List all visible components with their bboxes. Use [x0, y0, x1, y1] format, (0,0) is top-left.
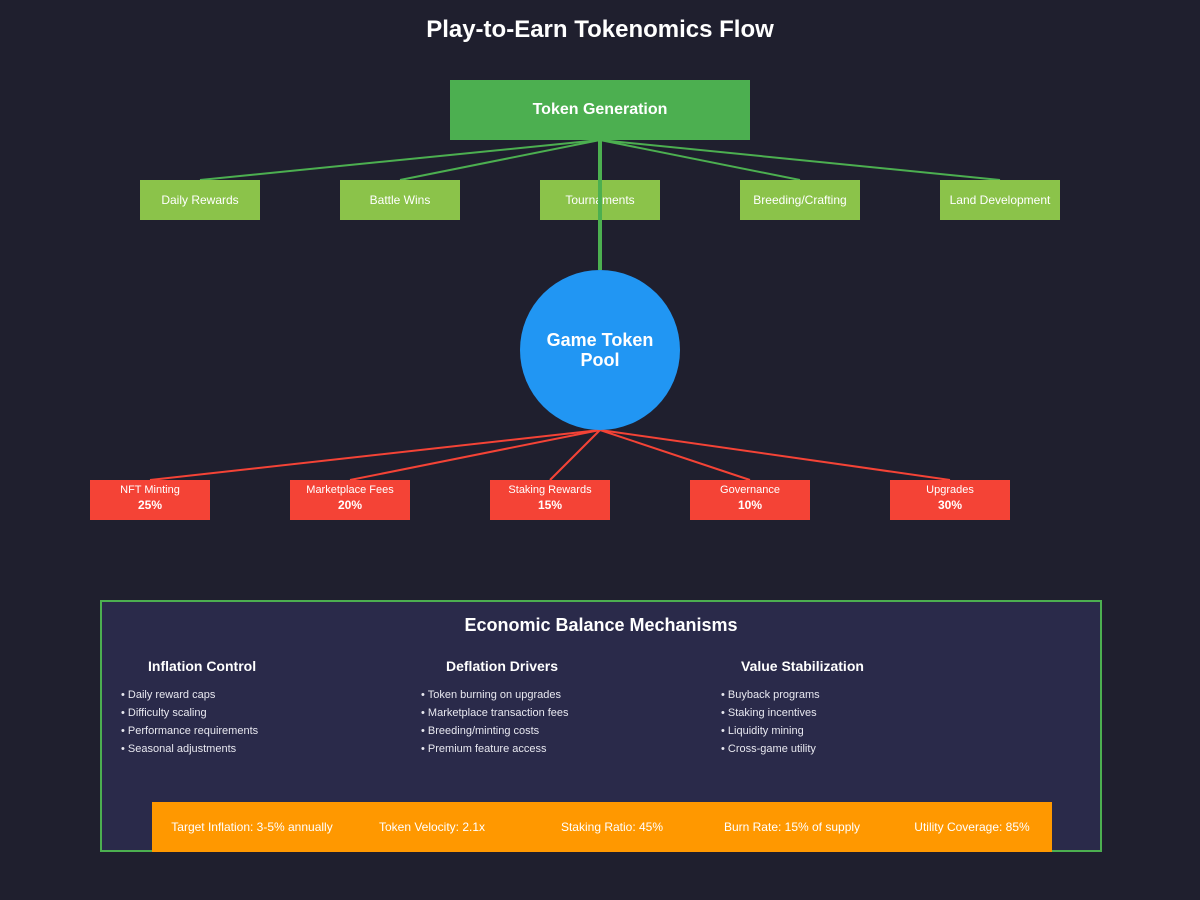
link-gen-battle-wins	[399, 139, 601, 181]
sink-node-staking-rewards: Staking Rewards 15%	[490, 480, 610, 520]
list-item: • Performance requirements	[121, 725, 259, 737]
panel-title: Economic Balance Mechanisms	[464, 615, 738, 635]
source-node-land-development: Land Development	[940, 180, 1060, 220]
sink-label: Upgrades	[926, 484, 974, 496]
source-node-tournaments: Tournaments	[540, 180, 660, 220]
list-item: • Difficulty scaling	[121, 707, 207, 719]
column-list: • Buyback programs • Staking incentives …	[721, 686, 1021, 758]
source-label: Battle Wins	[369, 193, 431, 207]
sink-label: Marketplace Fees	[306, 484, 394, 496]
sink-label: Governance	[720, 484, 780, 496]
sink-percent: 10%	[737, 498, 763, 512]
list-item: • Liquidity mining	[721, 725, 804, 737]
link-pool-nft-minting	[149, 429, 601, 481]
game-token-pool-label: Game Token Pool	[546, 330, 654, 370]
source-label: Daily Rewards	[161, 193, 239, 207]
sink-node-governance: Governance 10%	[690, 480, 810, 520]
link-pool-marketplace-fees	[349, 429, 601, 481]
column-inflation-control: Inflation Control • Daily reward caps • …	[121, 658, 421, 758]
source-label: Tournaments	[565, 193, 635, 207]
metric-utility-coverage: Utility Coverage: 85%	[914, 820, 1030, 834]
token-generation-label: Token Generation	[532, 101, 668, 118]
sink-percent: 25%	[137, 498, 163, 512]
sink-node-nft-minting: NFT Minting 25%	[90, 480, 210, 520]
column-deflation-drivers: Deflation Drivers • Token burning on upg…	[421, 658, 721, 758]
list-item: • Staking incentives	[721, 707, 817, 719]
list-item: • Marketplace transaction fees	[421, 707, 569, 719]
sink-label: Staking Rewards	[508, 484, 592, 496]
game-token-pool-node: Game Token Pool	[520, 270, 680, 430]
column-value-stabilization: Value Stabilization • Buyback programs •…	[721, 658, 1021, 758]
list-item: • Buyback programs	[721, 689, 820, 701]
source-label: Land Development	[949, 193, 1051, 207]
economic-balance-panel: Economic Balance Mechanisms Inflation Co…	[100, 600, 1102, 852]
diagram-title: Play-to-Earn Tokenomics Flow	[426, 16, 774, 43]
link-pool-staking-rewards	[549, 429, 601, 481]
sink-label: NFT Minting	[120, 484, 180, 496]
sink-percent: 15%	[537, 498, 563, 512]
metric-target-inflation: Target Inflation: 3-5% annually	[171, 820, 333, 834]
metric-token-velocity: Token Velocity: 2.1x	[378, 820, 486, 834]
sink-node-marketplace-fees: Marketplace Fees 20%	[290, 480, 410, 520]
link-pool-governance	[599, 429, 751, 481]
column-title: Deflation Drivers	[446, 658, 559, 674]
link-gen-breeding-crafting	[599, 139, 801, 181]
list-item: • Breeding/minting costs	[421, 725, 540, 737]
link-gen-daily-rewards	[199, 139, 601, 181]
list-item: • Token burning on upgrades	[421, 689, 562, 701]
source-label: Breeding/Crafting	[753, 193, 847, 207]
token-generation-node: Token Generation	[450, 80, 750, 140]
source-node-daily-rewards: Daily Rewards	[140, 180, 260, 220]
column-list: • Daily reward caps • Difficulty scaling…	[121, 686, 421, 758]
sink-percent: 20%	[337, 498, 363, 512]
column-title: Inflation Control	[148, 658, 257, 674]
list-item: • Premium feature access	[421, 743, 547, 755]
list-item: • Daily reward caps	[121, 689, 216, 701]
metrics-bar: Target Inflation: 3-5% annually Token Ve…	[152, 802, 1052, 852]
link-gen-land-development	[599, 139, 1001, 181]
sink-percent: 30%	[937, 498, 963, 512]
list-item: • Cross-game utility	[721, 743, 816, 755]
list-item: • Seasonal adjustments	[121, 743, 237, 755]
column-title: Value Stabilization	[741, 658, 864, 674]
column-list: • Token burning on upgrades • Marketplac…	[421, 686, 721, 758]
source-node-battle-wins: Battle Wins	[340, 180, 460, 220]
metric-staking-ratio: Staking Ratio: 45%	[560, 820, 664, 834]
source-node-breeding-crafting: Breeding/Crafting	[740, 180, 860, 220]
sink-node-upgrades: Upgrades 30%	[890, 480, 1010, 520]
link-pool-upgrades	[599, 429, 951, 481]
metric-burn-rate: Burn Rate: 15% of supply	[723, 820, 861, 834]
